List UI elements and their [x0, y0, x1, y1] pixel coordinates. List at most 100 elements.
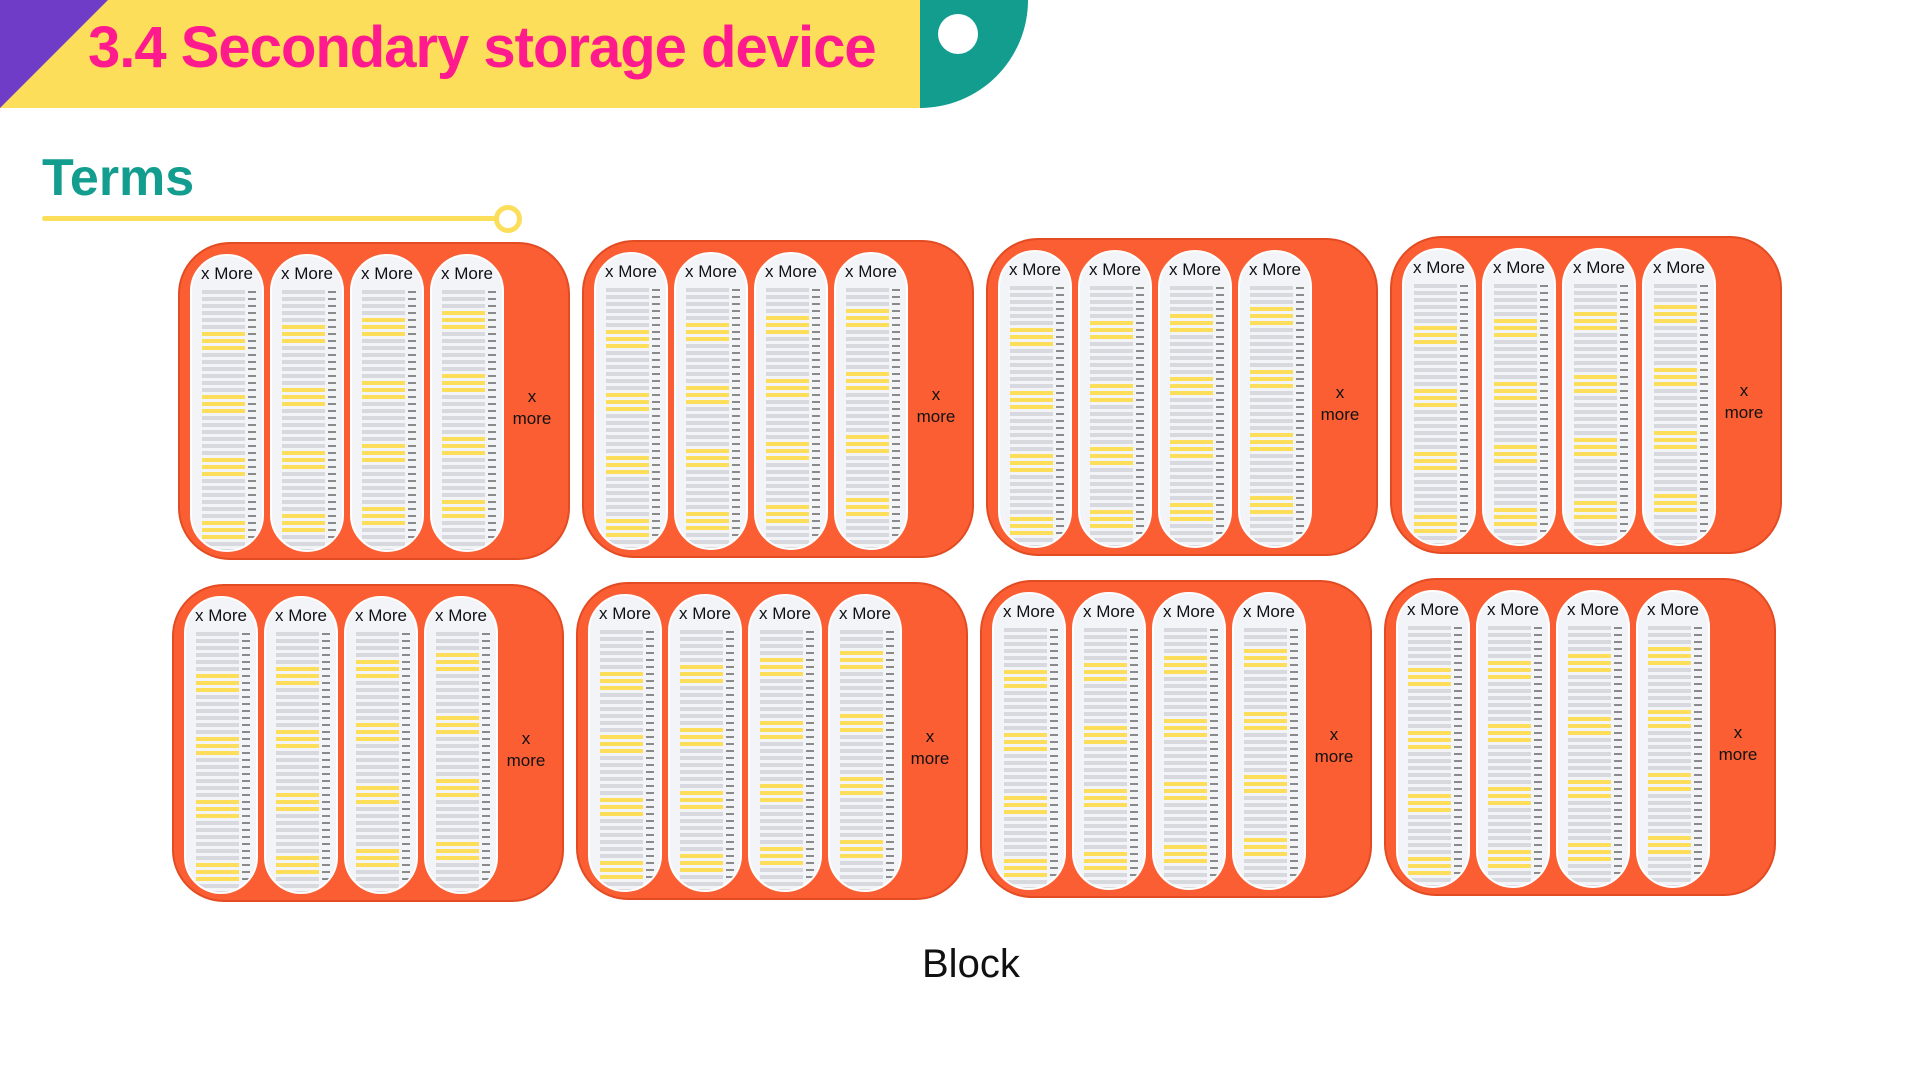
row-cell: [436, 842, 479, 846]
row-number: [408, 305, 416, 307]
row-number: [1614, 865, 1622, 867]
row-cell: [1090, 335, 1133, 339]
row-number: [726, 771, 734, 773]
row-number: [328, 452, 336, 454]
row-cell: [1004, 663, 1047, 667]
data-row: [1568, 787, 1622, 791]
row-number: [242, 675, 250, 677]
row-cell: [1488, 829, 1531, 833]
data-row: [442, 346, 496, 350]
row-cell: [282, 465, 325, 469]
row-number: [806, 785, 814, 787]
data-row: [600, 637, 654, 641]
page-label: x More: [1487, 600, 1539, 619]
page-column: x More: [594, 252, 668, 550]
row-cell: [846, 449, 889, 453]
row-number: [1460, 453, 1468, 455]
row-cell: [1488, 850, 1531, 854]
row-cell: [1574, 340, 1617, 344]
row-cell: [282, 528, 325, 532]
row-number: [1210, 818, 1218, 820]
data-row: [442, 451, 496, 455]
data-row: [686, 400, 740, 404]
row-cell: [686, 351, 729, 355]
data-row: [436, 786, 490, 790]
data-row: [846, 414, 900, 418]
row-cell: [760, 672, 803, 676]
row-cell: [436, 660, 479, 664]
row-number: [646, 645, 654, 647]
row-cell: [202, 507, 245, 511]
row-number: [1216, 448, 1224, 450]
row-number: [1460, 397, 1468, 399]
row-cell: [600, 686, 643, 690]
row-number: [1620, 299, 1628, 301]
data-row: [1090, 328, 1144, 332]
row-number: [322, 766, 330, 768]
data-row: [680, 889, 734, 890]
data-row: [1164, 775, 1218, 779]
row-number: [408, 459, 416, 461]
row-number: [1700, 439, 1708, 441]
data-row: [1568, 710, 1622, 714]
row-cell: [1164, 691, 1207, 695]
row-cell: [196, 849, 239, 853]
row-cell: [1574, 459, 1617, 463]
data-row: [1488, 661, 1542, 665]
row-cell: [606, 463, 649, 467]
row-number: [1296, 546, 1304, 548]
row-cell: [760, 651, 803, 655]
data-row: [1250, 461, 1304, 465]
row-cell: [1408, 745, 1451, 749]
data-row: [766, 379, 820, 383]
row-cell: [202, 472, 245, 476]
page-label: x More: [759, 604, 811, 623]
page-column: x More: [1232, 592, 1306, 890]
data-row: [282, 458, 336, 462]
data-row: [1408, 654, 1462, 658]
row-number: [726, 855, 734, 857]
page-column: x More: [350, 254, 424, 552]
row-cell: [606, 302, 649, 306]
row-cell: [196, 891, 239, 892]
data-row: [1084, 866, 1138, 870]
row-cell: [1408, 661, 1451, 665]
row-cell: [1568, 633, 1611, 637]
row-number: [1620, 327, 1628, 329]
row-cell: [1170, 370, 1213, 374]
row-cell: [680, 840, 723, 844]
data-row: [1010, 531, 1064, 535]
row-number: [1056, 448, 1064, 450]
row-cell: [760, 819, 803, 823]
data-row: [1244, 719, 1298, 723]
row-number: [892, 394, 900, 396]
row-cell: [1574, 375, 1617, 379]
row-cell: [1004, 880, 1047, 884]
row-number: [892, 520, 900, 522]
data-row: [202, 304, 256, 308]
row-number: [1130, 727, 1138, 729]
row-cell: [196, 793, 239, 797]
row-number: [1700, 355, 1708, 357]
row-number: [1050, 720, 1058, 722]
row-cell: [760, 749, 803, 753]
row-cell: [1004, 649, 1047, 653]
row-number: [1460, 544, 1468, 546]
row-cell: [1244, 880, 1287, 884]
row-number: [1694, 711, 1702, 713]
row-cell: [1010, 461, 1053, 465]
data-row: [1488, 675, 1542, 679]
row-number: [1620, 544, 1628, 546]
data-row: [1654, 291, 1708, 295]
data-row: [442, 493, 496, 497]
row-number: [1210, 769, 1218, 771]
row-number: [402, 717, 410, 719]
row-number: [646, 869, 654, 871]
row-cell: [606, 407, 649, 411]
row-number: [732, 338, 740, 340]
data-row: [1568, 773, 1622, 777]
row-cell: [1004, 810, 1047, 814]
row-cell: [1488, 689, 1531, 693]
data-row: [840, 679, 894, 683]
data-row: [1574, 543, 1628, 546]
